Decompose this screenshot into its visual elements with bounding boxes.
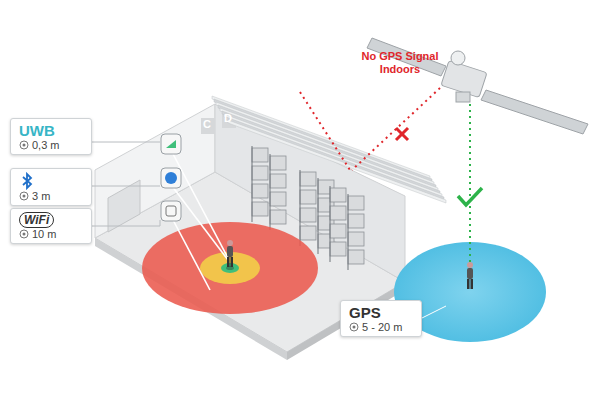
accuracy-icon xyxy=(19,229,29,239)
accuracy-value: 0,3 m xyxy=(19,139,60,151)
bluetooth-box: 3 m xyxy=(10,168,92,206)
technology-name: WiFi xyxy=(19,212,54,228)
roof xyxy=(212,96,446,203)
gps-signal xyxy=(469,104,471,266)
wifi-box: WiFi10 m xyxy=(10,208,92,244)
blocked-signal xyxy=(300,92,350,170)
uwb-box: UWB0,3 m xyxy=(10,118,92,155)
red-cross xyxy=(396,128,408,140)
zone-letter: C xyxy=(203,118,213,131)
zone-letter: D xyxy=(224,112,234,125)
door xyxy=(108,180,140,232)
accuracy-value: 3 m xyxy=(19,190,50,202)
wall-plate xyxy=(201,118,215,134)
green-check xyxy=(458,188,482,205)
bluetooth-icon xyxy=(19,172,35,190)
technology-name: UWB xyxy=(19,122,55,139)
accuracy-icon xyxy=(19,191,29,201)
gps-leader xyxy=(422,306,446,318)
wifi-zone xyxy=(142,222,318,314)
technology-name: GPS xyxy=(349,304,381,321)
blocked-signal xyxy=(352,88,440,170)
no-signal-note: No GPS Signal Indoors xyxy=(352,50,448,75)
uwb-zone xyxy=(221,263,239,273)
gps-box: GPS5 - 20 m xyxy=(340,300,422,337)
accuracy-value: 5 - 20 m xyxy=(349,321,402,333)
devices xyxy=(161,134,181,221)
person-outdoor xyxy=(467,262,473,289)
accuracy-value: 10 m xyxy=(19,228,56,240)
leader-lines xyxy=(92,142,160,226)
person-indoor xyxy=(226,240,234,270)
accuracy-icon xyxy=(19,140,29,150)
accuracy-icon xyxy=(349,322,359,332)
